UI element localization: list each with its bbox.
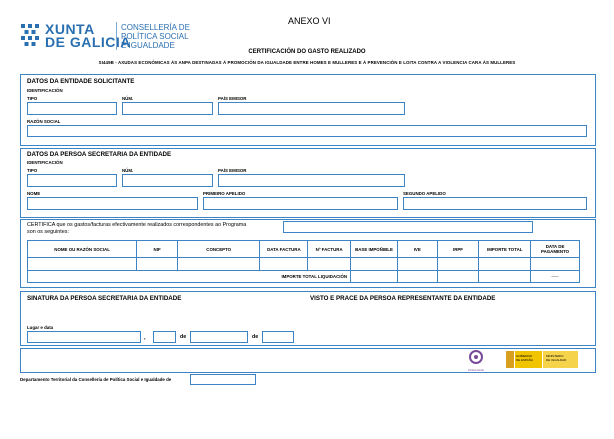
section1-tipo-label: TIPO (27, 96, 38, 101)
section2-num-label: NÚM. (122, 168, 134, 173)
total-dash: ----- (530, 270, 580, 283)
sinatura-title: SINATURA DA PERSOA SECRETARIA DA ENTIDAD… (27, 295, 182, 302)
cell-concepto[interactable] (176, 257, 261, 271)
gobierno-crest (506, 351, 514, 368)
section2-apelido2-field[interactable] (403, 197, 587, 210)
section2-identificacion-label: IDENTIFICACIÓN (27, 160, 63, 165)
visto-title: VISTO E PRACE DA PERSOA REPRESENTANTE DA… (310, 295, 496, 302)
section2-apelido2-label: SEGUNDO APELIDO (403, 191, 446, 196)
de-text-1: de (180, 334, 187, 340)
certifica-text: CERTIFICA que os gastos/facturas efectiv… (27, 222, 247, 228)
day-field[interactable] (153, 331, 176, 343)
comma-text: , (144, 335, 146, 341)
month-field[interactable] (190, 331, 248, 343)
cons-line-1: CONSELLERÍA DE (121, 23, 190, 32)
cell-nome[interactable] (26, 257, 138, 271)
lugar-field[interactable] (27, 331, 141, 343)
col-data-pagamento: DATA DE PAGAMENTO (530, 240, 580, 258)
col-concepto: CONCEPTO (176, 240, 261, 258)
cell-importe[interactable] (478, 257, 532, 271)
section2-title: DATOS DA PERSOA SECRETARIA DA ENTIDADE (27, 151, 172, 158)
year-field[interactable] (262, 331, 294, 343)
cell-num-factura[interactable] (307, 257, 352, 271)
cons-line-3: E IGUALDADE (121, 41, 175, 50)
section2-num-field[interactable] (122, 174, 213, 187)
cell-base[interactable] (350, 257, 398, 271)
cell-irpf[interactable] (436, 257, 480, 271)
total-ive[interactable] (396, 270, 438, 283)
section2-pais-label: PAÍS EMISOR (218, 168, 247, 173)
table-header-row: NOME OU RAZÓN SOCIAL NIF CONCEPTO DATA F… (26, 240, 580, 258)
document-subtitle: SI449B - AXUDAS ECONÓMICAS ÁS ANPA DESTI… (98, 60, 516, 65)
departamento-field[interactable] (190, 374, 256, 385)
gobierno-line-1: GOBIERNO (516, 354, 533, 358)
de-text-2: de (252, 334, 259, 340)
section1-razon-field[interactable] (27, 125, 587, 137)
cons-line-2: POLÍTICA SOCIAL (121, 32, 189, 41)
table-row (26, 257, 580, 271)
lugar-data-label: Lugar e data (27, 325, 54, 330)
col-ive: IVE (396, 240, 438, 258)
total-base[interactable] (350, 270, 398, 283)
emblems-box (20, 348, 596, 373)
ministerio-line-2: DE IGUALDAD (546, 357, 567, 362)
politica-social-label: Política Social (468, 369, 484, 372)
col-irpf: IRPF (436, 240, 480, 258)
section1-razon-label: RAZÓN SOCIAL (27, 119, 61, 124)
xunta-emblem-icon (21, 24, 39, 46)
gobierno-espana-logo: GOBIERNO DE ESPAÑA MINISTERIO DE IGUALDA… (506, 351, 578, 368)
gastos-table: NOME OU RAZÓN SOCIAL NIF CONCEPTO DATA F… (26, 240, 580, 283)
cell-data-factura[interactable] (259, 257, 309, 271)
section1-identificacion-label: IDENTIFICACIÓN (27, 88, 63, 93)
conselleria-logo-text: CONSELLERÍA DE POLÍTICA SOCIAL E IGUALDA… (121, 23, 190, 50)
politica-social-logo: Política Social (466, 350, 486, 372)
departamento-label: Departamento Territorial da Consellería … (20, 377, 172, 382)
section2-pais-field[interactable] (218, 174, 405, 187)
col-importe: IMPORTE TOTAL (478, 240, 532, 258)
col-data-factura: DATA FACTURA (259, 240, 309, 258)
total-label: IMPORTE TOTAL LIQUIDACIÓN (26, 270, 352, 283)
logo-line-1: XUNTA (45, 21, 95, 37)
section2-tipo-field[interactable] (27, 174, 117, 187)
col-num-factura: Nº FACTURA (307, 240, 352, 258)
anexo-label: ANEXO VI (288, 16, 331, 26)
section1-title: DATOS DA ENTIDADE SOLICITANTE (27, 78, 135, 85)
cell-ive[interactable] (396, 257, 438, 271)
gobierno-text: GOBIERNO DE ESPAÑA (516, 354, 533, 362)
politica-social-icon (469, 350, 483, 364)
programa-field[interactable] (283, 221, 533, 233)
ministerio-line-1: MINISTERIO (546, 354, 564, 358)
section1-num-field[interactable] (122, 102, 213, 115)
gobierno-block (515, 351, 542, 368)
section2-nome-label: NOME (27, 191, 41, 196)
col-base: BASE IMPOÑIBLE (350, 240, 398, 258)
col-nif: NIF (136, 240, 178, 258)
section2-nome-field[interactable] (27, 197, 198, 210)
section1-pais-label: PAÍS EMISOR (218, 96, 247, 101)
total-irpf[interactable] (436, 270, 480, 283)
section1-tipo-field[interactable] (27, 102, 117, 115)
ministerio-block (543, 351, 578, 368)
cell-nif[interactable] (136, 257, 178, 271)
section2-apelido1-field[interactable] (203, 197, 398, 210)
document-title: CERTIFICACIÓN DO GASTO REALIZADO (248, 49, 366, 55)
ministerio-text: MINISTERIO DE IGUALDAD (546, 354, 567, 362)
cell-data-pagamento[interactable] (530, 257, 580, 271)
logo-divider (116, 22, 117, 50)
col-nome: NOME OU RAZÓN SOCIAL (26, 240, 138, 258)
total-importe[interactable] (478, 270, 532, 283)
section1-pais-field[interactable] (218, 102, 405, 115)
section2-apelido1-label: PRIMEIRO APELIDO (203, 191, 246, 196)
logo-line-2: DE GALICIA (45, 34, 131, 50)
table-total-row: IMPORTE TOTAL LIQUIDACIÓN ----- (26, 270, 580, 283)
section1-num-label: NÚM. (122, 96, 134, 101)
certifica-text-2: son os seguintes: (27, 229, 69, 235)
section2-tipo-label: TIPO (27, 168, 38, 173)
xunta-logo-text: XUNTA DE GALICIA (45, 21, 131, 50)
gobierno-line-2: DE ESPAÑA (516, 357, 533, 362)
